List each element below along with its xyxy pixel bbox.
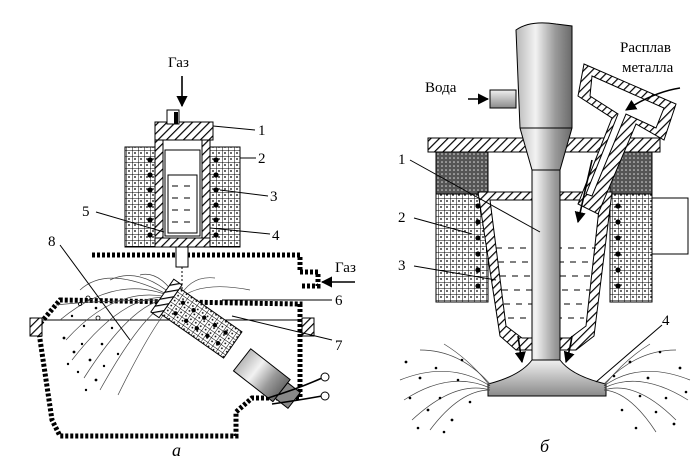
coils-b	[475, 203, 621, 289]
callout-b-4: 4	[662, 313, 670, 329]
crucible-lid	[154, 121, 214, 141]
melt-funnel	[577, 63, 677, 215]
callout-b-2: 2	[398, 210, 406, 226]
melt-label-line2: металла	[622, 60, 674, 76]
caption-a: а	[172, 440, 181, 460]
callout-a-1: 1	[258, 123, 266, 139]
melt-label-line1: Расплав	[620, 40, 671, 56]
caption-b: б	[540, 436, 550, 456]
callout-a-5: 5	[82, 204, 90, 220]
callout-a-3: 3	[270, 189, 278, 205]
callout-a-7: 7	[335, 338, 343, 354]
water-label: Вода	[425, 80, 457, 96]
gas-side-pipe	[300, 269, 321, 289]
callout-a-2: 2	[258, 151, 266, 167]
particles-b	[404, 350, 688, 434]
furnace-left	[124, 146, 156, 248]
panel-b: Вода Расплав металла 1 2 3 4 б	[398, 22, 691, 456]
gas-side-label: Газ	[335, 260, 356, 276]
callout-a-4: 4	[272, 228, 280, 244]
coils-a	[147, 157, 219, 238]
panel-a: Газ Газ 1 2 3 4 5 6 7 8 а	[29, 55, 356, 460]
atomizer-head	[150, 278, 243, 359]
callout-a-6: 6	[335, 293, 343, 309]
callout-b-3: 3	[398, 258, 406, 274]
spray-lines-b	[399, 343, 691, 433]
callout-a-8: 8	[48, 234, 56, 250]
particles-a	[62, 306, 120, 392]
melt-dashes-a	[172, 185, 190, 223]
water-pipe	[489, 89, 517, 109]
gas-top-label: Газ	[168, 55, 189, 71]
chamber-wall	[35, 252, 303, 439]
callout-b-1: 1	[398, 152, 406, 168]
spin-disk	[487, 359, 607, 397]
